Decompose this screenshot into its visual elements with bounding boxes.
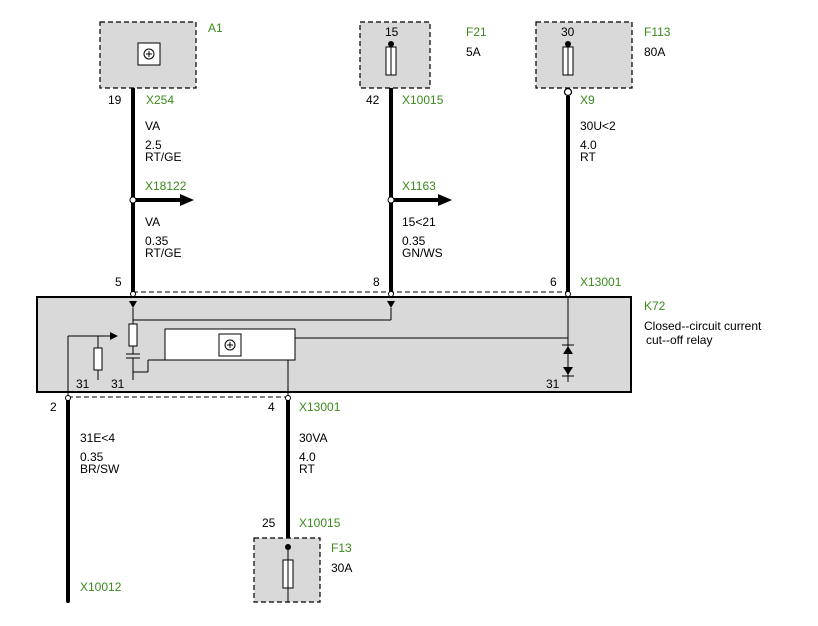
- k72-ground-right: 31: [546, 377, 560, 391]
- k72-diode-icon: [563, 367, 573, 375]
- f13-rating: 30A: [331, 561, 352, 575]
- k72-zener-diode-icon: [563, 346, 573, 354]
- x1163-arrow-icon: [438, 194, 452, 206]
- k72-pin-5: 5: [115, 275, 122, 289]
- k72-description-line2: cut--off relay: [646, 333, 712, 347]
- branch-x1163[interactable]: X1163: [387, 179, 452, 206]
- f13-wire-color: RT: [299, 462, 315, 476]
- relay-k72[interactable]: 31 31 31: [36, 291, 632, 399]
- k72-ground-left-b: 31: [111, 377, 125, 391]
- a1-wire-size: 2.5: [145, 138, 162, 152]
- x18122-arrow-icon: [180, 194, 194, 206]
- fuse-f113[interactable]: 30 F113 80A X9: [535, 21, 671, 107]
- x18122-label: X18122: [145, 179, 187, 193]
- a1-lower-wire-size: 0.35: [145, 234, 169, 248]
- a1-lower-wire-signal: VA: [145, 215, 160, 229]
- k72-label: K72: [644, 299, 666, 313]
- f13-connector-label: X10015: [299, 516, 341, 530]
- f113-label: F113: [644, 25, 671, 39]
- f13-pin-label: 25: [262, 516, 276, 530]
- k72-box: [36, 296, 632, 393]
- ground-wire-size: 0.35: [80, 450, 104, 464]
- f21-label: F21: [466, 25, 487, 39]
- f21-connector-label: X10015: [402, 93, 444, 107]
- k72-connector-bottom: X13001: [299, 400, 341, 414]
- x1163-label: X1163: [402, 179, 436, 193]
- f21-rating: 5A: [466, 45, 481, 59]
- branch-x18122[interactable]: X18122: [129, 179, 194, 206]
- f113-wire-signal: 30U<2: [580, 119, 616, 133]
- x10012-terminal-icon: [66, 599, 70, 603]
- f21-wire-size: 0.35: [402, 234, 426, 248]
- k72-left-arrow-icon: [110, 332, 118, 340]
- a1-connector-label: X254: [146, 93, 174, 107]
- f113-connector-label: X9: [580, 93, 595, 107]
- a1-module-symbol-icon: [143, 48, 155, 60]
- k72-pin-5-terminal-icon: [129, 301, 137, 308]
- f113-top-pin: 30: [561, 25, 575, 39]
- f13-wire-size: 4.0: [299, 450, 316, 464]
- k72-connector-top: X13001: [580, 275, 622, 289]
- f13-wire-signal: 30VA: [299, 431, 327, 445]
- a1-wire-color: RT/GE: [145, 150, 181, 164]
- k72-description-line1: Closed--circuit current: [644, 319, 762, 333]
- k72-pin-8-terminal-icon: [387, 301, 395, 308]
- k72-module-symbol-icon: [224, 339, 236, 351]
- k72-ground-left-a: 31: [76, 377, 90, 391]
- k72-pin-2: 2: [50, 400, 57, 414]
- ground-wire-signal: 31E<4: [80, 431, 115, 445]
- a1-wire-signal: VA: [145, 119, 160, 133]
- k72-pin-8: 8: [373, 275, 380, 289]
- ground-wire-color: BR/SW: [80, 462, 120, 476]
- x9-terminal-icon: [563, 87, 573, 97]
- f113-wire-size: 4.0: [580, 138, 597, 152]
- x10012-label: X10012: [80, 580, 122, 594]
- fuse-f13[interactable]: 25 X10015 F13 30A: [253, 516, 352, 603]
- x18122-splice-icon: [129, 196, 137, 204]
- component-a1[interactable]: A1 19 X254: [99, 21, 223, 107]
- f113-rating: 80A: [644, 45, 665, 59]
- f21-wire-color: GN/WS: [402, 246, 443, 260]
- f21-wire-signal: 15<21: [402, 215, 436, 229]
- x1163-splice-icon: [387, 196, 395, 204]
- a1-lower-wire-color: RT/GE: [145, 246, 181, 260]
- f113-wire-color: RT: [580, 150, 596, 164]
- k72-left-resistor-icon: [93, 347, 103, 371]
- k72-pin-4: 4: [268, 400, 275, 414]
- fuse-f21[interactable]: 15 F21 5A 42 X10015: [359, 21, 487, 107]
- f21-pin-label: 42: [366, 93, 380, 107]
- k72-resistor-icon: [128, 323, 138, 347]
- k72-pin-6: 6: [550, 275, 557, 289]
- f13-label: F13: [331, 541, 352, 555]
- f113-box: [535, 21, 633, 89]
- a1-pin-label: 19: [108, 93, 122, 107]
- f21-top-pin: 15: [385, 25, 399, 39]
- a1-label: A1: [208, 21, 223, 35]
